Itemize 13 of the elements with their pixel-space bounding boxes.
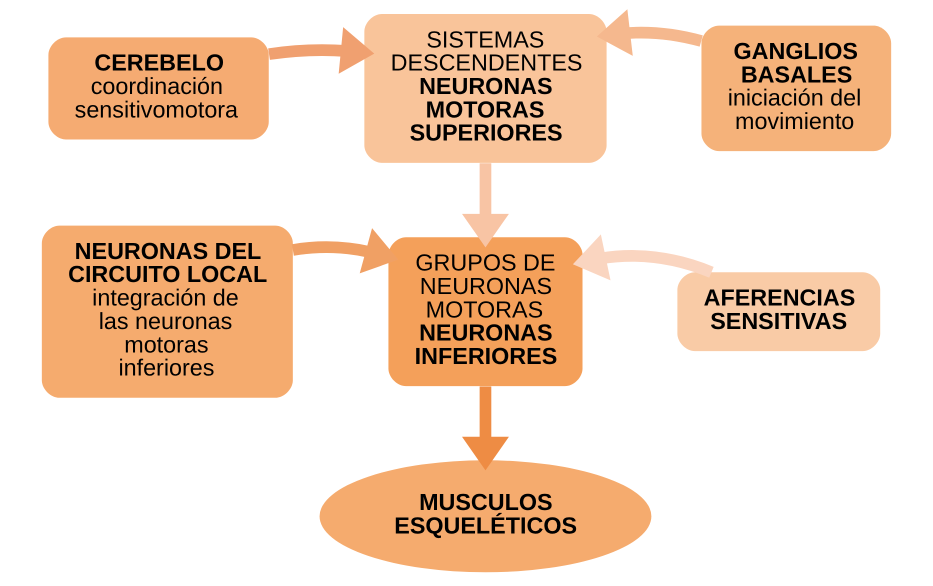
arrow: [292, 228, 398, 274]
node-ellipse: MUSCULOS ESQUELÉTICOS: [320, 460, 652, 572]
node-box: GRUPOS DE NEURONAS MOTORAS NEURONAS INFERIORES: [388, 237, 583, 386]
node-box: GANGLIOS BASALES iniciación del movimiento: [701, 26, 892, 152]
arrow: [268, 27, 374, 74]
node-box: CEREBELO coordinación sensitivomotora: [48, 37, 269, 140]
arrow: [462, 163, 509, 248]
arrow: [572, 234, 714, 280]
node-box: AFERENCIAS SENSITIVAS: [677, 272, 880, 352]
arrow: [596, 9, 703, 56]
node-box: NEURONAS DEL CIRCUITO LOCAL integración de las neuronas motoras inferiores: [42, 226, 293, 398]
node-box: SISTEMAS DESCENDENTES NEURONAS MOTORAS SUPERIORES: [364, 14, 607, 163]
arrow: [462, 386, 509, 470]
